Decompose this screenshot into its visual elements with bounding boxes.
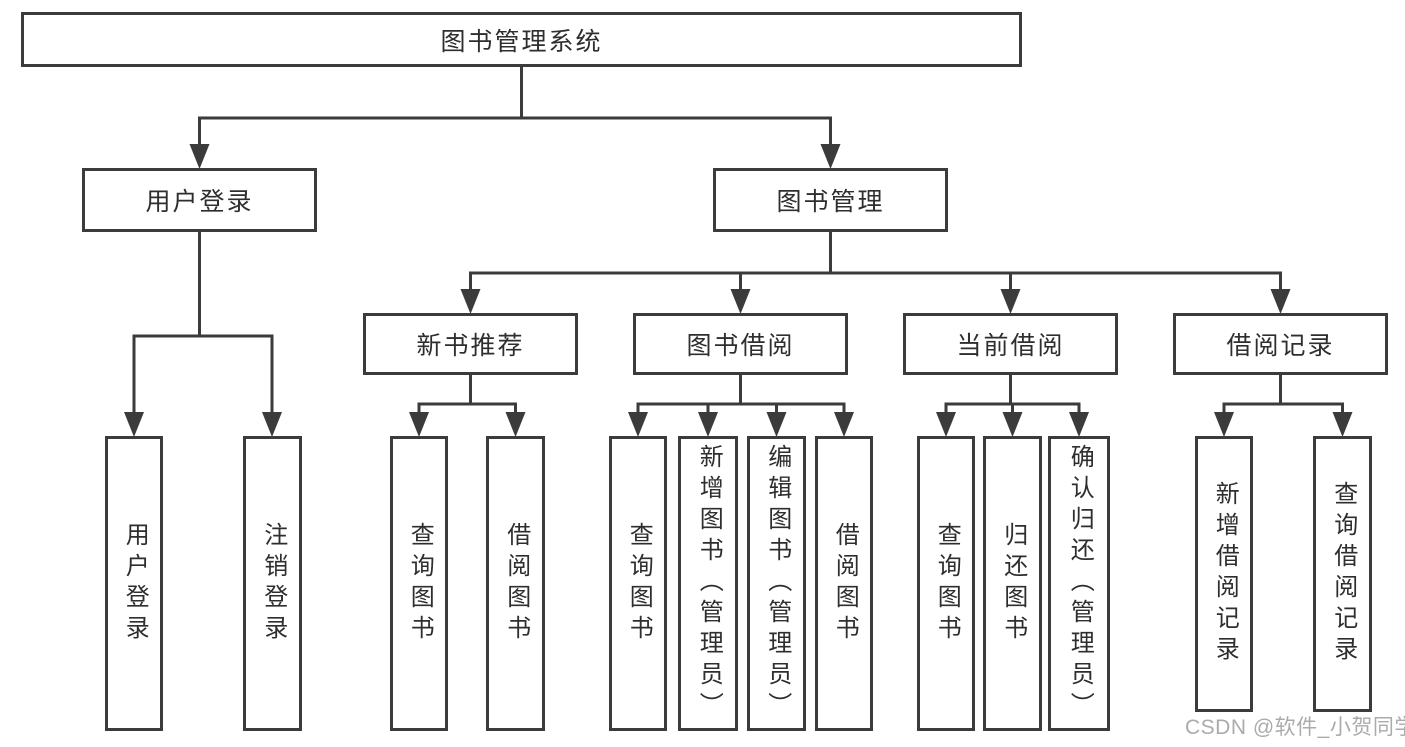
node-new-book-recommend: 新书推荐 xyxy=(363,313,578,375)
leaf-add-borrow-record: 新增借阅记录 xyxy=(1195,436,1253,712)
node-borrowing-records: 借阅记录 xyxy=(1173,313,1388,375)
node-label: 图书管理 xyxy=(776,188,885,216)
node-label: 当前借阅 xyxy=(956,332,1065,360)
leaf-label: 确认归还（管理员） xyxy=(1066,444,1094,723)
leaf-borrow-books-recommend: 借阅图书 xyxy=(486,436,545,731)
leaf-label: 借阅图书 xyxy=(831,521,859,646)
leaf-label: 注销登录 xyxy=(259,521,287,646)
leaf-add-book-admin: 新增图书（管理员） xyxy=(678,436,738,731)
leaf-label: 编辑图书（管理员） xyxy=(763,444,791,723)
leaf-query-books-current: 查询图书 xyxy=(917,436,975,731)
leaf-label: 用户登录 xyxy=(121,521,149,646)
node-user-login: 用户登录 xyxy=(82,168,317,232)
node-label: 用户登录 xyxy=(145,188,254,216)
leaf-label: 查询借阅记录 xyxy=(1329,481,1357,667)
leaf-edit-book-admin: 编辑图书（管理员） xyxy=(747,436,806,731)
node-library-management-system: 图书管理系统 xyxy=(21,12,1022,67)
leaf-query-books-recommend: 查询图书 xyxy=(390,436,448,731)
leaf-label: 查询图书 xyxy=(406,521,434,646)
node-current-borrowing: 当前借阅 xyxy=(903,313,1118,375)
node-book-management: 图书管理 xyxy=(713,168,948,232)
leaf-label: 新增借阅记录 xyxy=(1211,481,1239,667)
leaf-query-books-borrow: 查询图书 xyxy=(609,436,667,731)
leaf-logout: 注销登录 xyxy=(243,436,302,731)
leaf-label: 归还图书 xyxy=(999,521,1027,646)
node-label: 新书推荐 xyxy=(416,332,525,360)
leaf-label: 新增图书（管理员） xyxy=(695,444,723,723)
leaf-borrow-books: 借阅图书 xyxy=(815,436,873,731)
leaf-user-login: 用户登录 xyxy=(105,436,163,731)
node-book-borrowing: 图书借阅 xyxy=(633,313,848,375)
node-label: 图书管理系统 xyxy=(440,27,603,56)
leaf-label: 查询图书 xyxy=(625,521,653,646)
leaf-confirm-return-admin: 确认归还（管理员） xyxy=(1048,436,1110,731)
leaf-label: 借阅图书 xyxy=(502,521,530,646)
leaf-query-borrow-record: 查询借阅记录 xyxy=(1313,436,1372,712)
leaf-label: 查询图书 xyxy=(933,521,961,646)
leaf-return-book: 归还图书 xyxy=(983,436,1042,731)
node-label: 借阅记录 xyxy=(1226,332,1335,360)
csdn-watermark: CSDN @软件_小贺同学 xyxy=(1185,716,1405,739)
node-label: 图书借阅 xyxy=(686,332,795,360)
